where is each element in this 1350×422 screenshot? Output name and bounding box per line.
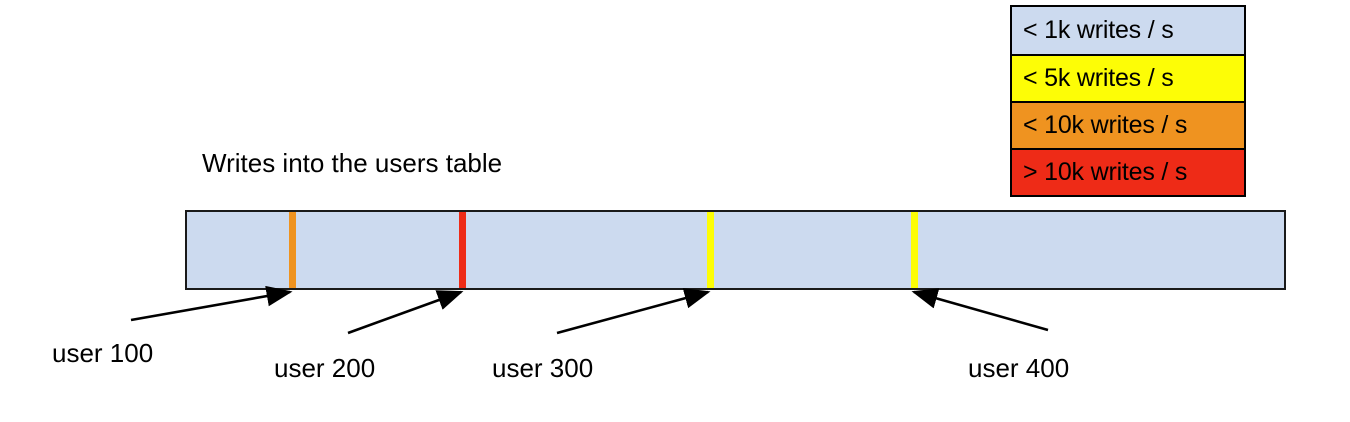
- callout-label-user-200: user 200: [274, 353, 376, 383]
- callout-label-user-300: user 300: [492, 353, 594, 383]
- arrow-user-400: [911, 288, 1049, 332]
- legend-item-lt-10k: < 10k writes / s: [1012, 101, 1244, 148]
- arrow-user-200: [347, 290, 464, 335]
- legend-item-label: < 1k writes / s: [1023, 16, 1174, 44]
- callout-label-user-100: user 100: [52, 338, 154, 368]
- legend-item-label: < 5k writes / s: [1023, 64, 1174, 92]
- marker-user-300: [707, 212, 714, 288]
- marker-user-400: [911, 212, 918, 288]
- arrow-user-100: [130, 285, 293, 322]
- legend-item-label: > 10k writes / s: [1023, 158, 1188, 186]
- marker-user-200: [459, 212, 466, 288]
- legend-item-lt-1k: < 1k writes / s: [1012, 7, 1244, 54]
- users-table-keyspace-bar: [185, 210, 1286, 290]
- legend-item-label: < 10k writes / s: [1023, 111, 1188, 139]
- callout-label-user-400: user 400: [968, 353, 1070, 383]
- chart-title: Writes into the users table: [202, 148, 503, 178]
- marker-user-100: [289, 212, 296, 288]
- legend-item-lt-5k: < 5k writes / s: [1012, 54, 1244, 101]
- arrow-user-300: [556, 288, 711, 335]
- writes-throughput-legend: < 1k writes / s < 5k writes / s < 10k wr…: [1010, 5, 1246, 197]
- legend-item-gt-10k: > 10k writes / s: [1012, 148, 1244, 195]
